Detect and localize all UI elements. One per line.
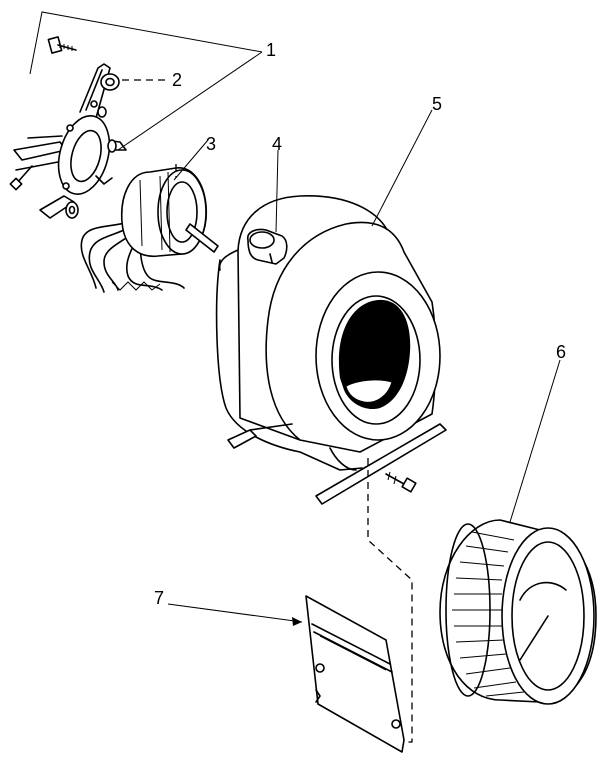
motor-mount-bracket [9,36,127,219]
wheel-blades [452,531,525,697]
callout-number-7: 7 [154,588,164,608]
cutoff-plate [305,595,405,753]
blower-housing [215,195,447,505]
callout-number-5: 5 [432,94,442,114]
callout-number-1: 1 [266,40,276,60]
callout-1-leaders [29,11,263,151]
blower-motor [80,164,219,293]
callout-number-3: 3 [206,134,216,154]
leader-lines [167,109,561,626]
grommet-icon [100,73,168,91]
assembly-line [367,458,413,743]
bolt-icon [9,165,33,191]
screw-icon [385,471,417,493]
capacitor-icon [246,228,288,265]
blower-wheel [439,519,597,705]
callout-number-4: 4 [272,134,282,154]
bolt-icon [47,36,77,54]
callout-number-2: 2 [172,70,182,90]
callout-number-6: 6 [556,342,566,362]
